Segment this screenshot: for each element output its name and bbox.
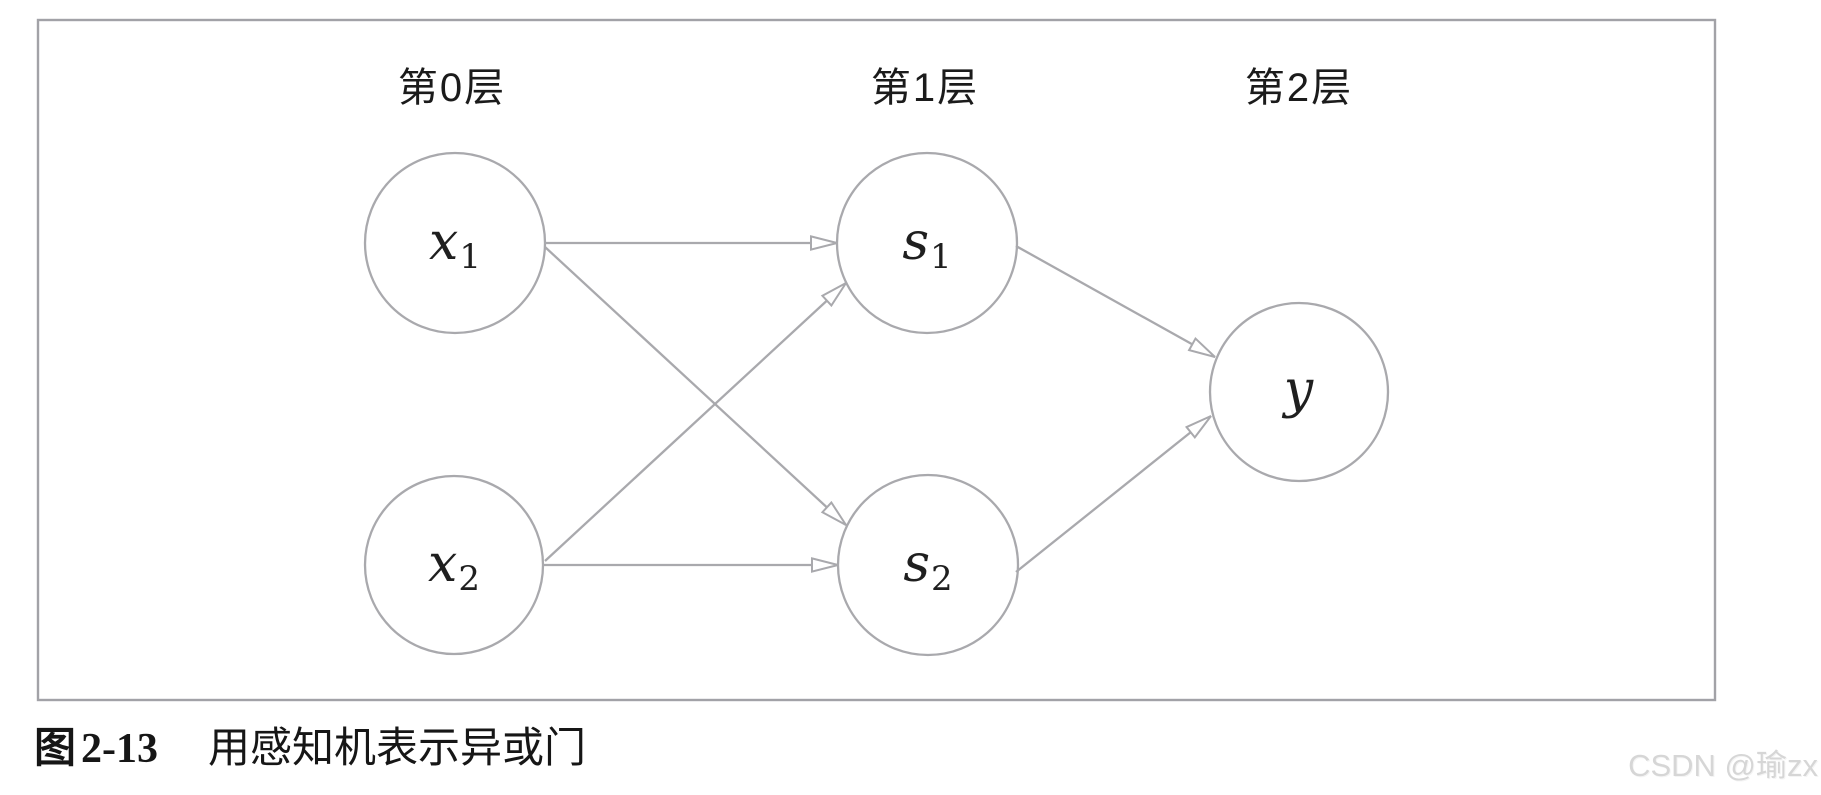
layer-label-2: 第2层: [1244, 66, 1354, 110]
edge-x1-s2: [544, 246, 847, 526]
node-sub-s2: 2: [931, 558, 953, 599]
node-var-x2: x: [428, 533, 458, 594]
node-label-s2: s 2: [903, 533, 952, 596]
caption-figure-number: 2-13: [81, 726, 159, 772]
layer-label-1: 第1层: [870, 66, 980, 110]
node-sub-x2: 2: [458, 558, 480, 599]
node-x2-circle: [363, 474, 545, 656]
node-sub-x1: 1: [459, 236, 481, 277]
caption-figure-word: 图: [34, 724, 77, 771]
figure-caption: 图 2-13 用感知机表示异或门: [34, 724, 586, 773]
node-var-y: y: [1283, 359, 1314, 420]
node-var-s2: s: [903, 533, 931, 594]
node-sub-s1: 1: [930, 236, 952, 277]
edge-s2-y: [1015, 415, 1212, 573]
node-label-x2: x 2: [428, 533, 480, 596]
node-label-s1: s 1: [902, 211, 951, 274]
edge-x2-s1: [544, 282, 847, 562]
node-label-x1: x 1: [429, 211, 481, 274]
node-y-circle: [1208, 301, 1390, 483]
edge-s1-y: [1015, 244, 1216, 359]
node-var-x1: x: [429, 211, 459, 272]
figure-border-box: [36, 18, 1717, 702]
caption-title: 用感知机表示异或门: [208, 724, 587, 771]
csdn-watermark: CSDN @瑜zx: [1628, 748, 1818, 783]
node-label-y: y: [1284, 364, 1314, 416]
layer-label-0: 第0层: [397, 66, 507, 110]
node-var-s1: s: [902, 211, 930, 272]
